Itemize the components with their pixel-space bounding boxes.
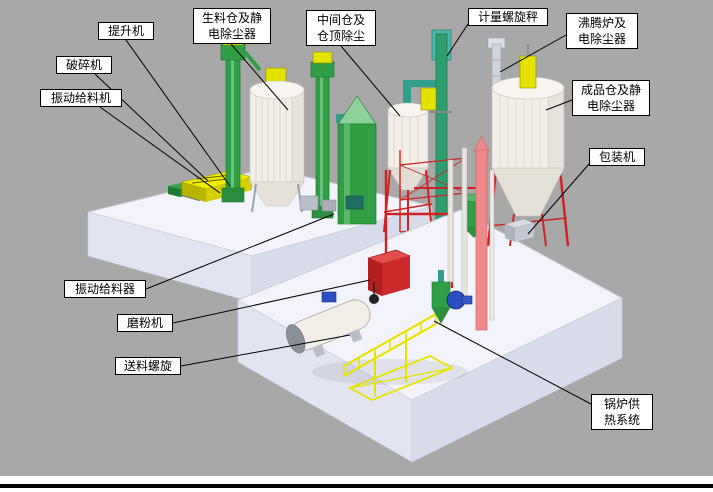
leader-furnace — [499, 34, 567, 73]
leader-feed-screw — [180, 334, 351, 367]
leader-vib-feeder-device — [145, 213, 335, 290]
pink-column — [473, 135, 495, 331]
leader-mill — [172, 279, 371, 324]
label-intermediate-silo: 中间仓及 仓顶除尘 — [306, 10, 376, 46]
label-vibrating-feeder-machine: 振动给料机 — [40, 89, 122, 107]
cyclone-fan — [431, 270, 473, 324]
leader-intermediate-silo — [340, 45, 401, 117]
raw-material-silo — [249, 67, 305, 213]
label-mill: 磨粉机 — [117, 314, 173, 332]
leader-packing — [527, 163, 590, 235]
leader-elevator — [125, 39, 231, 187]
packing-machine — [504, 218, 535, 242]
control-boxes — [299, 195, 364, 212]
leader-metering — [446, 23, 469, 57]
label-metering-screw-scale: 计量螺旋秤 — [468, 8, 548, 26]
leader-vib-feeder-machine — [99, 106, 221, 194]
leader-raw-silo — [230, 43, 289, 111]
pump — [321, 291, 337, 303]
label-vibrating-feeder-device: 振动给料器 — [64, 280, 146, 298]
label-boiler-heating-system: 锅炉供 热系统 — [591, 394, 653, 430]
right-platform — [236, 209, 624, 463]
label-feed-screw: 送料螺旋 — [115, 357, 181, 375]
leader-product-silo — [545, 99, 573, 111]
label-product-silo: 成品仓及静 电除尘器 — [572, 80, 650, 116]
mill-machine — [367, 249, 411, 304]
label-packing-machine: 包装机 — [589, 148, 645, 166]
leader-boiler-system — [433, 320, 592, 405]
label-raw-material-silo: 生料仓及静 电除尘器 — [193, 8, 271, 44]
product-silo — [486, 44, 570, 247]
label-elevator: 提升机 — [98, 22, 154, 40]
feed-screw-truss — [343, 313, 455, 401]
boiler-tank — [286, 299, 371, 358]
label-crusher: 破碎机 — [56, 56, 112, 74]
label-fluidized-furnace: 沸腾炉及 电除尘器 — [566, 13, 638, 49]
page-bottom-rule — [0, 476, 713, 492]
